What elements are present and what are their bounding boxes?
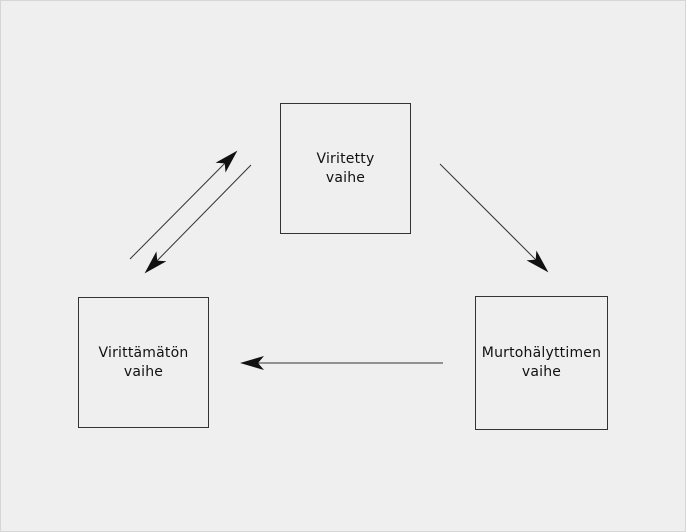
state-unarmed-label-line1: Virittämätön: [98, 344, 189, 361]
state-alarm-label-line1: Murtohälyttimen: [481, 345, 602, 361]
state-armed: Viritetty vaihe: [280, 103, 411, 234]
state-unarmed-label-line2: vaihe: [123, 363, 164, 380]
arrow-armed-to-alarm: [439, 163, 549, 273]
arrow-unarmed-to-armed: [129, 150, 238, 260]
state-alarm-label-line2: vaihe: [521, 364, 562, 380]
state-alarm-label: Murtohälyttimen vaihe: [482, 344, 601, 382]
state-armed-label-line2: vaihe: [325, 169, 366, 186]
state-armed-label-line1: Viritetty: [316, 150, 375, 167]
state-alarm: Murtohälyttimen vaihe: [475, 296, 608, 430]
state-unarmed: Virittämätön vaihe: [78, 297, 209, 428]
arrow-armed-to-unarmed: [144, 164, 252, 274]
state-unarmed-label: Virittämätön vaihe: [99, 344, 189, 382]
state-armed-label: Viritetty vaihe: [317, 150, 375, 188]
